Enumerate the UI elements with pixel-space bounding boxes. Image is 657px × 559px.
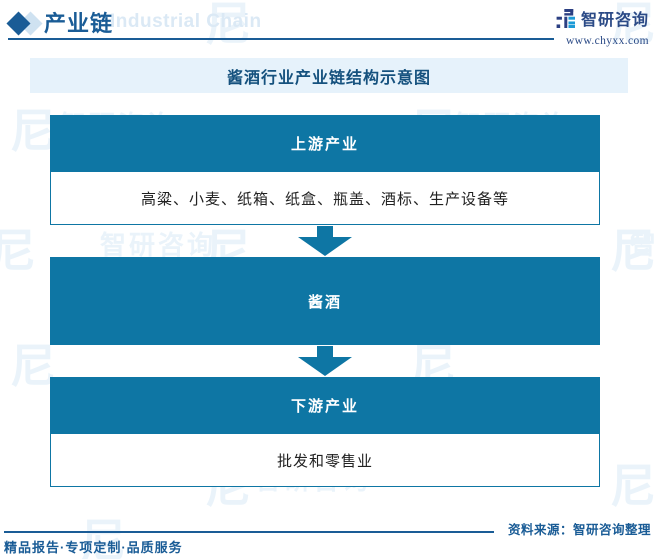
node-downstream-title: 下游产业 <box>290 399 359 415</box>
footer-source: 资料来源：智研咨询整理 <box>507 523 651 537</box>
node-upstream-body: 高粱、小麦、纸箱、纸盒、瓶盖、酒标、生产设备等 <box>50 172 600 225</box>
connector-upstream-to-midstream <box>50 225 600 257</box>
node-downstream-header: 下游产业 <box>50 377 600 434</box>
footer-divider <box>4 531 494 533</box>
zhiyan-logo-icon <box>556 8 575 28</box>
header-divider <box>8 38 554 40</box>
down-arrow-icon <box>298 226 352 256</box>
header-title-en: Industrial Chain <box>110 11 262 32</box>
down-arrow-icon <box>298 346 352 376</box>
node-downstream-content: 批发和零售业 <box>276 453 373 470</box>
brand-name: 智研咨询 <box>580 12 649 29</box>
page-header: Industrial Chain 产业链 <box>0 0 657 48</box>
chart-title-band: 酱酒行业产业链结构示意图 <box>30 58 628 93</box>
watermark-logo: 尼 <box>0 224 38 278</box>
footer-tagline: 精品报告·专项定制·品质服务 <box>4 540 183 555</box>
watermark-logo: 尼 <box>610 224 657 278</box>
node-upstream-title: 上游产业 <box>290 137 359 153</box>
connector-midstream-to-downstream <box>50 345 600 377</box>
brand-url: www.chyxx.com <box>565 35 649 47</box>
node-downstream-body: 批发和零售业 <box>50 434 600 487</box>
header-title-cn: 产业链 <box>44 11 114 36</box>
node-midstream-title: 酱酒 <box>307 294 342 311</box>
industry-chain-diagram: 上游产业 高粱、小麦、纸箱、纸盒、瓶盖、酒标、生产设备等 酱酒 下游产业 批发和… <box>50 115 600 487</box>
node-upstream-header: 上游产业 <box>50 115 600 172</box>
node-upstream-content: 高粱、小麦、纸箱、纸盒、瓶盖、酒标、生产设备等 <box>140 191 509 208</box>
page-title: 酱酒行业产业链结构示意图 <box>226 69 431 87</box>
node-midstream: 酱酒 <box>50 257 600 345</box>
watermark-logo: 尼 <box>610 459 657 513</box>
brand-block: 智研咨询 www.chyxx.com <box>556 6 649 47</box>
watermark-text: 智研咨询 <box>630 230 657 260</box>
